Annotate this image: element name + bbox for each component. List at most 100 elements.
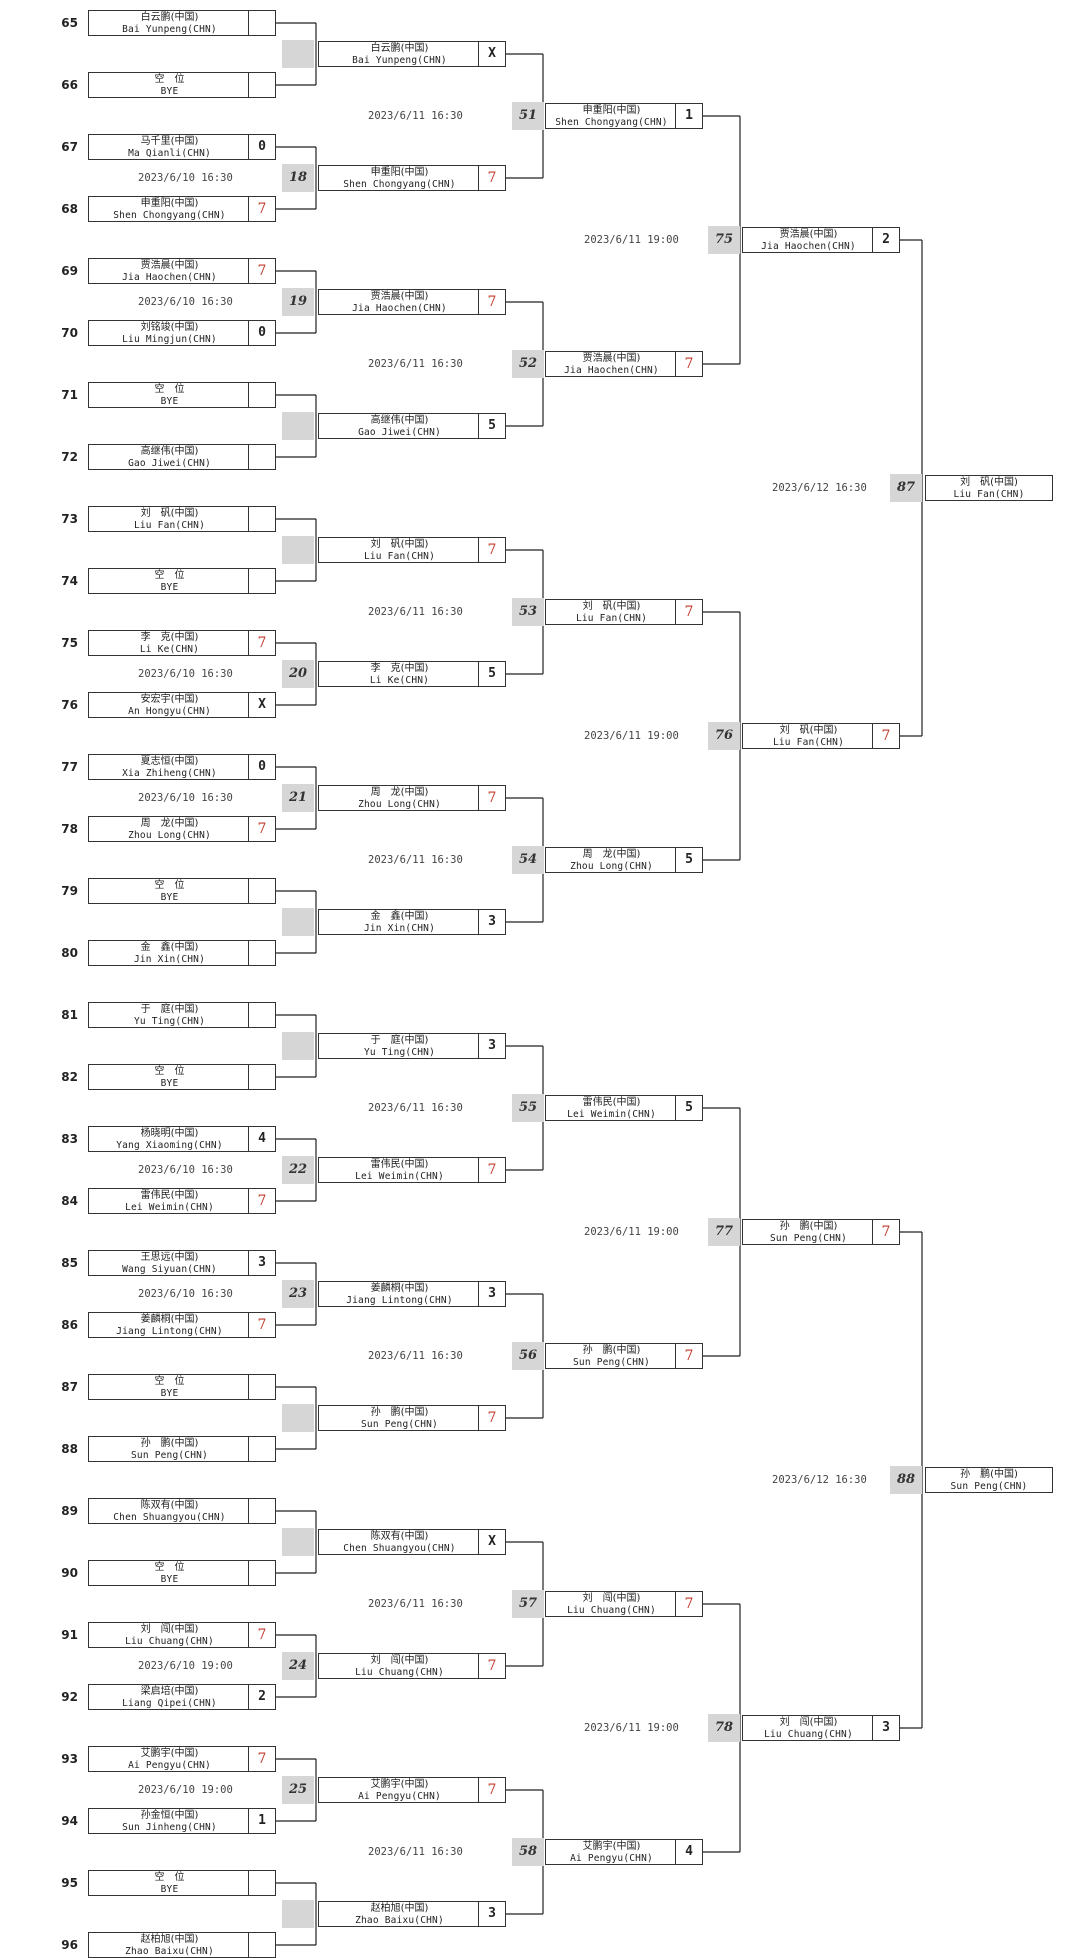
player-slot[interactable]: 白云鹏(中国)Bai Yunpeng(CHN) — [88, 10, 276, 36]
player-slot-round2[interactable]: 孙 鹏(中国)Sun Peng(CHN)7 — [318, 1405, 506, 1431]
player-slot-round2[interactable]: 申重阳(中国)Shen Chongyang(CHN)7 — [318, 165, 506, 191]
player-slot-round2[interactable]: 姜麟桐(中国)Jiang Lintong(CHN)3 — [318, 1281, 506, 1307]
finalist-slot[interactable]: 孙 鹏(中国)Sun Peng(CHN) — [925, 1467, 1053, 1493]
slot-number: 76 — [61, 698, 78, 712]
score-cell: 7 — [248, 631, 275, 655]
player-slot[interactable]: 高继伟(中国)Gao Jiwei(CHN) — [88, 444, 276, 470]
player-slot[interactable]: 梁启培(中国)Liang Qipei(CHN)2 — [88, 1684, 276, 1710]
player-name: 金 鑫(中国)Jin Xin(CHN) — [89, 941, 250, 966]
player-slot-round3[interactable]: 刘 闯(中国)Liu Chuang(CHN)7 — [545, 1591, 703, 1617]
player-name-zh: 雷伟民(中国) — [140, 1190, 199, 1201]
score-cell — [248, 879, 275, 903]
player-slot-round3[interactable]: 刘 矾(中国)Liu Fan(CHN)7 — [545, 599, 703, 625]
player-name-en: Liu Chuang(CHN) — [355, 1667, 444, 1678]
player-name-en: Ma Qianli(CHN) — [128, 148, 211, 159]
slot-number: 92 — [61, 1690, 78, 1704]
score-cell: 1 — [248, 1809, 275, 1833]
player-slot-round2[interactable]: 白云鹏(中国)Bai Yunpeng(CHN)X — [318, 41, 506, 67]
player-name-en: Yang Xiaoming(CHN) — [116, 1140, 223, 1151]
player-slot[interactable]: 姜麟桐(中国)Jiang Lintong(CHN)7 — [88, 1312, 276, 1338]
player-slot[interactable]: 周 龙(中国)Zhou Long(CHN)7 — [88, 816, 276, 842]
player-slot-round3[interactable]: 申重阳(中国)Shen Chongyang(CHN)1 — [545, 103, 703, 129]
slot-number: 81 — [61, 1008, 78, 1022]
score-cell: 7 — [675, 1592, 702, 1616]
player-name: 孙 鹏(中国)Sun Peng(CHN) — [319, 1406, 480, 1431]
player-name-zh: 刘 矾(中国) — [140, 508, 199, 519]
player-slot[interactable]: 刘铭竣(中国)Liu Mingjun(CHN)0 — [88, 320, 276, 346]
finalist-slot[interactable]: 刘 矾(中国)Liu Fan(CHN) — [925, 475, 1053, 501]
player-name-zh: 艾鹏宇(中国) — [582, 1841, 641, 1852]
score-cell: 7 — [478, 1654, 505, 1678]
player-slot-round2[interactable]: 周 龙(中国)Zhou Long(CHN)7 — [318, 785, 506, 811]
player-slot-round3[interactable]: 周 龙(中国)Zhou Long(CHN)5 — [545, 847, 703, 873]
player-slot[interactable]: 艾鹏宇(中国)Ai Pengyu(CHN)7 — [88, 1746, 276, 1772]
player-slot-round2[interactable]: 高继伟(中国)Gao Jiwei(CHN)5 — [318, 413, 506, 439]
player-slot-round4[interactable]: 贾浩晨(中国)Jia Haochen(CHN)2 — [742, 227, 900, 253]
player-name: 申重阳(中国)Shen Chongyang(CHN) — [319, 166, 480, 191]
player-slot-round4[interactable]: 刘 矾(中国)Liu Fan(CHN)7 — [742, 723, 900, 749]
player-name-en: Zhao Baixu(CHN) — [355, 1915, 444, 1926]
score-cell: 5 — [478, 414, 505, 438]
player-slot-round2[interactable]: 艾鹏宇(中国)Ai Pengyu(CHN)7 — [318, 1777, 506, 1803]
player-slot[interactable]: 贾浩晨(中国)Jia Haochen(CHN)7 — [88, 258, 276, 284]
player-slot[interactable]: 赵柏旭(中国)Zhao Baixu(CHN) — [88, 1932, 276, 1958]
player-name-zh: 赵柏旭(中国) — [370, 1903, 429, 1914]
player-name: 陈双有(中国)Chen Shuangyou(CHN) — [319, 1530, 480, 1555]
player-slot[interactable]: 夏志恒(中国)Xia Zhiheng(CHN)0 — [88, 754, 276, 780]
player-name: 艾鹏宇(中国)Ai Pengyu(CHN) — [546, 1840, 677, 1865]
player-slot-round2[interactable]: 雷伟民(中国)Lei Weimin(CHN)7 — [318, 1157, 506, 1183]
player-slot-round2[interactable]: 贾浩晨(中国)Jia Haochen(CHN)7 — [318, 289, 506, 315]
player-slot[interactable]: 孙 鹏(中国)Sun Peng(CHN) — [88, 1436, 276, 1462]
player-slot[interactable]: 刘 矾(中国)Liu Fan(CHN) — [88, 506, 276, 532]
player-slot[interactable]: 金 鑫(中国)Jin Xin(CHN) — [88, 940, 276, 966]
player-slot-round2[interactable]: 于 庭(中国)Yu Ting(CHN)3 — [318, 1033, 506, 1059]
player-slot-round3[interactable]: 雷伟民(中国)Lei Weimin(CHN)5 — [545, 1095, 703, 1121]
slot-number: 86 — [61, 1318, 78, 1332]
player-slot[interactable]: 王思远(中国)Wang Siyuan(CHN)3 — [88, 1250, 276, 1276]
player-name: 贾浩晨(中国)Jia Haochen(CHN) — [89, 259, 250, 284]
player-slot-round4[interactable]: 刘 闯(中国)Liu Chuang(CHN)3 — [742, 1715, 900, 1741]
player-slot-round3[interactable]: 孙 鹏(中国)Sun Peng(CHN)7 — [545, 1343, 703, 1369]
player-slot[interactable]: 李 克(中国)Li Ke(CHN)7 — [88, 630, 276, 656]
score-cell: 7 — [872, 1220, 899, 1244]
player-name-zh: 于 庭(中国) — [140, 1004, 199, 1015]
player-slot-round2[interactable]: 赵柏旭(中国)Zhao Baixu(CHN)3 — [318, 1901, 506, 1927]
match-number-badge: 51 — [512, 102, 544, 130]
score-cell: 7 — [248, 1313, 275, 1337]
player-slot-round2[interactable]: 李 克(中国)Li Ke(CHN)5 — [318, 661, 506, 687]
player-name-en: Chen Shuangyou(CHN) — [113, 1512, 226, 1523]
player-slot-round3[interactable]: 贾浩晨(中国)Jia Haochen(CHN)7 — [545, 351, 703, 377]
player-slot[interactable]: 于 庭(中国)Yu Ting(CHN) — [88, 1002, 276, 1028]
player-slot-round4[interactable]: 孙 鹏(中国)Sun Peng(CHN)7 — [742, 1219, 900, 1245]
player-slot[interactable]: 孙金恒(中国)Sun Jinheng(CHN)1 — [88, 1808, 276, 1834]
player-slot[interactable]: 刘 闯(中国)Liu Chuang(CHN)7 — [88, 1622, 276, 1648]
match-number-badge: 18 — [282, 164, 314, 192]
player-slot[interactable]: 陈双有(中国)Chen Shuangyou(CHN) — [88, 1498, 276, 1524]
player-slot-round3[interactable]: 艾鹏宇(中国)Ai Pengyu(CHN)4 — [545, 1839, 703, 1865]
player-slot-round2[interactable]: 金 鑫(中国)Jin Xin(CHN)3 — [318, 909, 506, 935]
player-slot-round2[interactable]: 陈双有(中国)Chen Shuangyou(CHN)X — [318, 1529, 506, 1555]
score-cell: 3 — [478, 1282, 505, 1306]
score-cell: X — [478, 42, 505, 66]
player-name: 雷伟民(中国)Lei Weimin(CHN) — [89, 1189, 250, 1214]
player-slot-round2[interactable]: 刘 矾(中国)Liu Fan(CHN)7 — [318, 537, 506, 563]
player-name: 孙金恒(中国)Sun Jinheng(CHN) — [89, 1809, 250, 1834]
player-slot[interactable]: 马千里(中国)Ma Qianli(CHN)0 — [88, 134, 276, 160]
player-name: 孙 鹏(中国)Sun Peng(CHN) — [89, 1437, 250, 1462]
player-slot[interactable]: 雷伟民(中国)Lei Weimin(CHN)7 — [88, 1188, 276, 1214]
player-slot[interactable]: 申重阳(中国)Shen Chongyang(CHN)7 — [88, 196, 276, 222]
player-slot[interactable]: 杨晓明(中国)Yang Xiaoming(CHN)4 — [88, 1126, 276, 1152]
player-name-en: Ai Pengyu(CHN) — [128, 1760, 211, 1771]
player-slot[interactable]: 安宏宇(中国)An Hongyu(CHN)X — [88, 692, 276, 718]
player-name: 贾浩晨(中国)Jia Haochen(CHN) — [546, 352, 677, 377]
player-slot-round2[interactable]: 刘 闯(中国)Liu Chuang(CHN)7 — [318, 1653, 506, 1679]
match-time: 2023/6/10 16:30 — [138, 172, 233, 184]
